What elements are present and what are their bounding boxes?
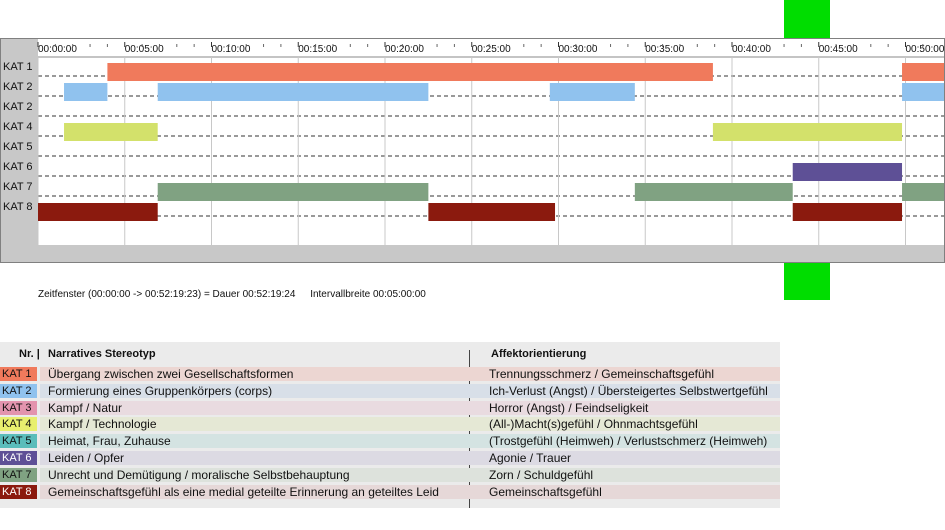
playhead-marker-top[interactable] xyxy=(784,0,830,38)
status-bar: Zeitfenster (00:00:00 -> 00:52:19:23) = … xyxy=(38,287,944,302)
legend-row-band xyxy=(40,383,780,398)
legend-row-band xyxy=(40,367,780,381)
legend-table: Nr. | Narratives Stereotyp Affektorienti… xyxy=(0,342,780,508)
legend-affect: Agonie / Trauer xyxy=(489,450,572,465)
timeline-bar[interactable] xyxy=(902,183,944,201)
time-ruler xyxy=(38,39,944,57)
x-tick-label: 00:15:00 xyxy=(298,44,337,55)
playhead-marker-bottom[interactable] xyxy=(784,263,830,300)
timeline-bar[interactable] xyxy=(634,183,793,201)
legend-stereotype: Übergang zwischen zwei Gesellschaftsform… xyxy=(48,367,294,381)
legend-affect: Gemeinschaftsgefühl xyxy=(489,484,602,499)
legend-stereotype: Formierung eines Gruppenkörpers (corps) xyxy=(48,383,273,398)
timeline-bar[interactable] xyxy=(792,203,903,221)
legend-row: KAT 3 Kampf / Natur Horror (Angst) / Feind… xyxy=(0,400,780,417)
timeline-bar[interactable] xyxy=(157,83,429,101)
x-tick-label: 00:05:00 xyxy=(125,44,164,55)
legend-row: KAT 7 Unrecht und Demütigung / moralische… xyxy=(0,467,780,484)
legend-affect: Trennungsschmerz / Gemeinschaftsgefühl xyxy=(489,367,714,381)
legend-category-badge: KAT 8 xyxy=(0,484,37,499)
legend-stereotype: Leiden / Opfer xyxy=(48,450,125,465)
x-tick-label: 00:30:00 xyxy=(559,44,598,55)
legend-row-band xyxy=(40,484,780,499)
legend-stereotype: Kampf / Technologie xyxy=(48,417,157,432)
row-label: KAT 1 xyxy=(3,61,33,73)
legend-stereotype: Heimat, Frau, Zuhause xyxy=(48,434,171,449)
x-tick-label: 00:20:00 xyxy=(385,44,424,55)
legend-row: KAT 6 Leiden / Opfer Agonie / Trauer xyxy=(0,450,780,467)
legend-category-badge: KAT 5 xyxy=(0,434,37,449)
timeline-chart: KAT 1 KAT 2 KAT 2 KAT 4 KAT 5 KAT 6 KAT 7 KAT 8… xyxy=(3,39,945,262)
legend-row: KAT 8 Gemeinschaftsgefühl als eine medial… xyxy=(0,484,780,501)
legend-affect: Zorn / Schuldgefühl xyxy=(489,467,594,482)
legend-row-band xyxy=(40,400,780,415)
timeline-bar[interactable] xyxy=(549,83,635,101)
timeline-bar[interactable] xyxy=(902,83,944,101)
row-label: KAT 7 xyxy=(3,181,33,193)
interval-width-text: Intervallbreite 00:05:00:00 xyxy=(310,289,426,300)
legend-category-badge: KAT 3 xyxy=(0,400,37,415)
row-label: KAT 8 xyxy=(3,201,33,213)
legend-category-badge: KAT 7 xyxy=(0,467,37,482)
legend-affect: (Trostgefühl (Heimweh) / Verlustschmerz … xyxy=(489,434,768,449)
legend-stereotype: Kampf / Natur xyxy=(48,400,123,415)
legend-header-affect: Affektorientierung xyxy=(491,348,587,360)
x-tick-label: 00:00:00 xyxy=(38,44,77,55)
row-label: KAT 2 xyxy=(3,81,33,93)
timeline-bar[interactable] xyxy=(64,83,108,101)
timeline-bar[interactable] xyxy=(902,63,944,81)
x-tick-label: 00:40:00 xyxy=(732,44,771,55)
legend-row-band xyxy=(40,417,780,432)
legend-stereotype: Gemeinschaftsgefühl als eine medial gete… xyxy=(48,484,439,499)
timeline-bar[interactable] xyxy=(38,203,158,221)
legend-header-nr: Nr. | xyxy=(19,348,40,360)
x-tick-label: 00:35:00 xyxy=(645,44,684,55)
legend-affect: Ich-Verlust (Angst) / Übersteigertes Sel… xyxy=(489,383,768,398)
time-window-text: Zeitfenster (00:00:00 -> 00:52:19:23) = … xyxy=(38,289,296,300)
legend-category-badge: KAT 6 xyxy=(0,450,37,465)
timeline-bar[interactable] xyxy=(107,63,713,81)
timeline-bar[interactable] xyxy=(792,163,903,181)
legend-row: KAT 5 Heimat, Frau, Zuhause (Trostgefühl (… xyxy=(0,433,780,450)
legend-row: KAT 4 Kampf / Technologie (All-)Macht(s)ge… xyxy=(0,416,780,433)
legend-affect: (All-)Macht(s)gefühl / Ohnmachtsgefühl xyxy=(489,417,698,432)
legend-affect: Horror (Angst) / Feindseligkeit xyxy=(489,400,649,415)
x-tick-label: 00:45:00 xyxy=(819,44,858,55)
timeline-bar[interactable] xyxy=(157,183,429,201)
legend-row-band xyxy=(40,467,780,482)
legend-row-band xyxy=(40,434,780,449)
x-tick-label: 00:50:00 xyxy=(906,44,945,55)
timeline-panel: KAT 1 KAT 2 KAT 2 KAT 4 KAT 5 KAT 6 KAT 7 KAT 8… xyxy=(0,38,945,300)
legend-category-badge: KAT 1 xyxy=(0,367,37,381)
legend-row-band xyxy=(40,450,780,465)
row-label: KAT 2 xyxy=(3,101,33,113)
status-strip xyxy=(38,248,944,262)
timeline-bar[interactable] xyxy=(428,203,556,221)
legend-header-stereotype: Narratives Stereotyp xyxy=(48,348,156,360)
legend-row: KAT 1 Übergang zwischen zwei Gesellschaft… xyxy=(0,366,780,383)
x-tick-label: 00:25:00 xyxy=(472,44,511,55)
timeline-bar[interactable] xyxy=(712,123,903,141)
timeline-bar[interactable] xyxy=(64,123,158,141)
legend-stereotype: Unrecht und Demütigung / moralische Selb… xyxy=(48,467,350,482)
row-label: KAT 5 xyxy=(3,141,33,153)
legend-row: KAT 2 Formierung eines Gruppenkörpers (co… xyxy=(0,383,780,400)
legend-category-badge: KAT 2 xyxy=(0,383,37,398)
legend-category-badge: KAT 4 xyxy=(0,417,37,432)
row-label: KAT 4 xyxy=(3,121,33,133)
x-tick-label: 00:10:00 xyxy=(212,44,251,55)
row-label: KAT 6 xyxy=(3,161,33,173)
legend-rows: KAT 1 Übergang zwischen zwei Gesellschaft… xyxy=(0,366,780,500)
